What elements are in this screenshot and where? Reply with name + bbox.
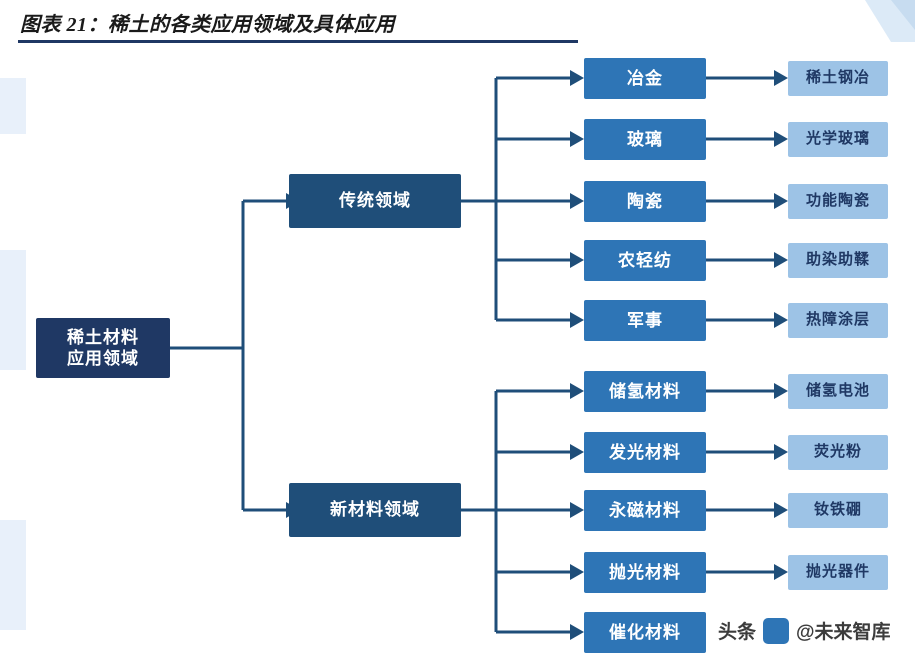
node-leaf-ndfeb[interactable]: 钕铁硼 [788,493,888,528]
node-mid-military[interactable]: 军事 [584,300,706,341]
node-leaf-hydrogen-battery[interactable]: 储氢电池 [788,374,888,409]
left-decoration-top [0,78,26,134]
node-root[interactable]: 稀土材料 应用领域 [36,318,170,378]
node-mid-hydrogen-storage[interactable]: 储氢材料 [584,371,706,412]
page-title: 图表 21：稀土的各类应用领域及具体应用 [20,14,395,36]
node-leaf-optical-glass[interactable]: 光学玻璃 [788,122,888,157]
node-category-new-materials[interactable]: 新材料领域 [289,483,461,537]
node-mid-ceramics[interactable]: 陶瓷 [584,181,706,222]
node-mid-glass[interactable]: 玻璃 [584,119,706,160]
node-leaf-dyeing-tanning-aid[interactable]: 助染助鞣 [788,243,888,278]
watermark-badge-icon [763,617,790,644]
node-mid-permanent-magnet[interactable]: 永磁材料 [584,490,706,531]
node-mid-metallurgy[interactable]: 冶金 [584,58,706,99]
node-leaf-polishing-device[interactable]: 抛光器件 [788,555,888,590]
node-mid-catalytic[interactable]: 催化材料 [584,612,706,653]
watermark-text: 头条 [718,622,757,643]
watermark: 头条 @未来智库 [718,617,891,644]
node-mid-polishing[interactable]: 抛光材料 [584,552,706,593]
left-decoration-bottom [0,520,26,630]
node-category-traditional[interactable]: 传统领域 [289,174,461,228]
header-rule [18,40,578,43]
header-band: 图表 21：稀土的各类应用领域及具体应用 [0,0,915,43]
node-mid-luminescent[interactable]: 发光材料 [584,432,706,473]
node-leaf-thermal-barrier-coating[interactable]: 热障涂层 [788,303,888,338]
header-decoration [795,0,915,42]
node-leaf-functional-ceramics[interactable]: 功能陶瓷 [788,184,888,219]
watermark-source-text: @未来智库 [796,622,891,643]
left-decoration-mid [0,250,26,370]
node-leaf-phosphor[interactable]: 荧光粉 [788,435,888,470]
node-leaf-rare-earth-steel[interactable]: 稀土钢冶 [788,61,888,96]
node-mid-agriculture-textile[interactable]: 农轻纺 [584,240,706,281]
